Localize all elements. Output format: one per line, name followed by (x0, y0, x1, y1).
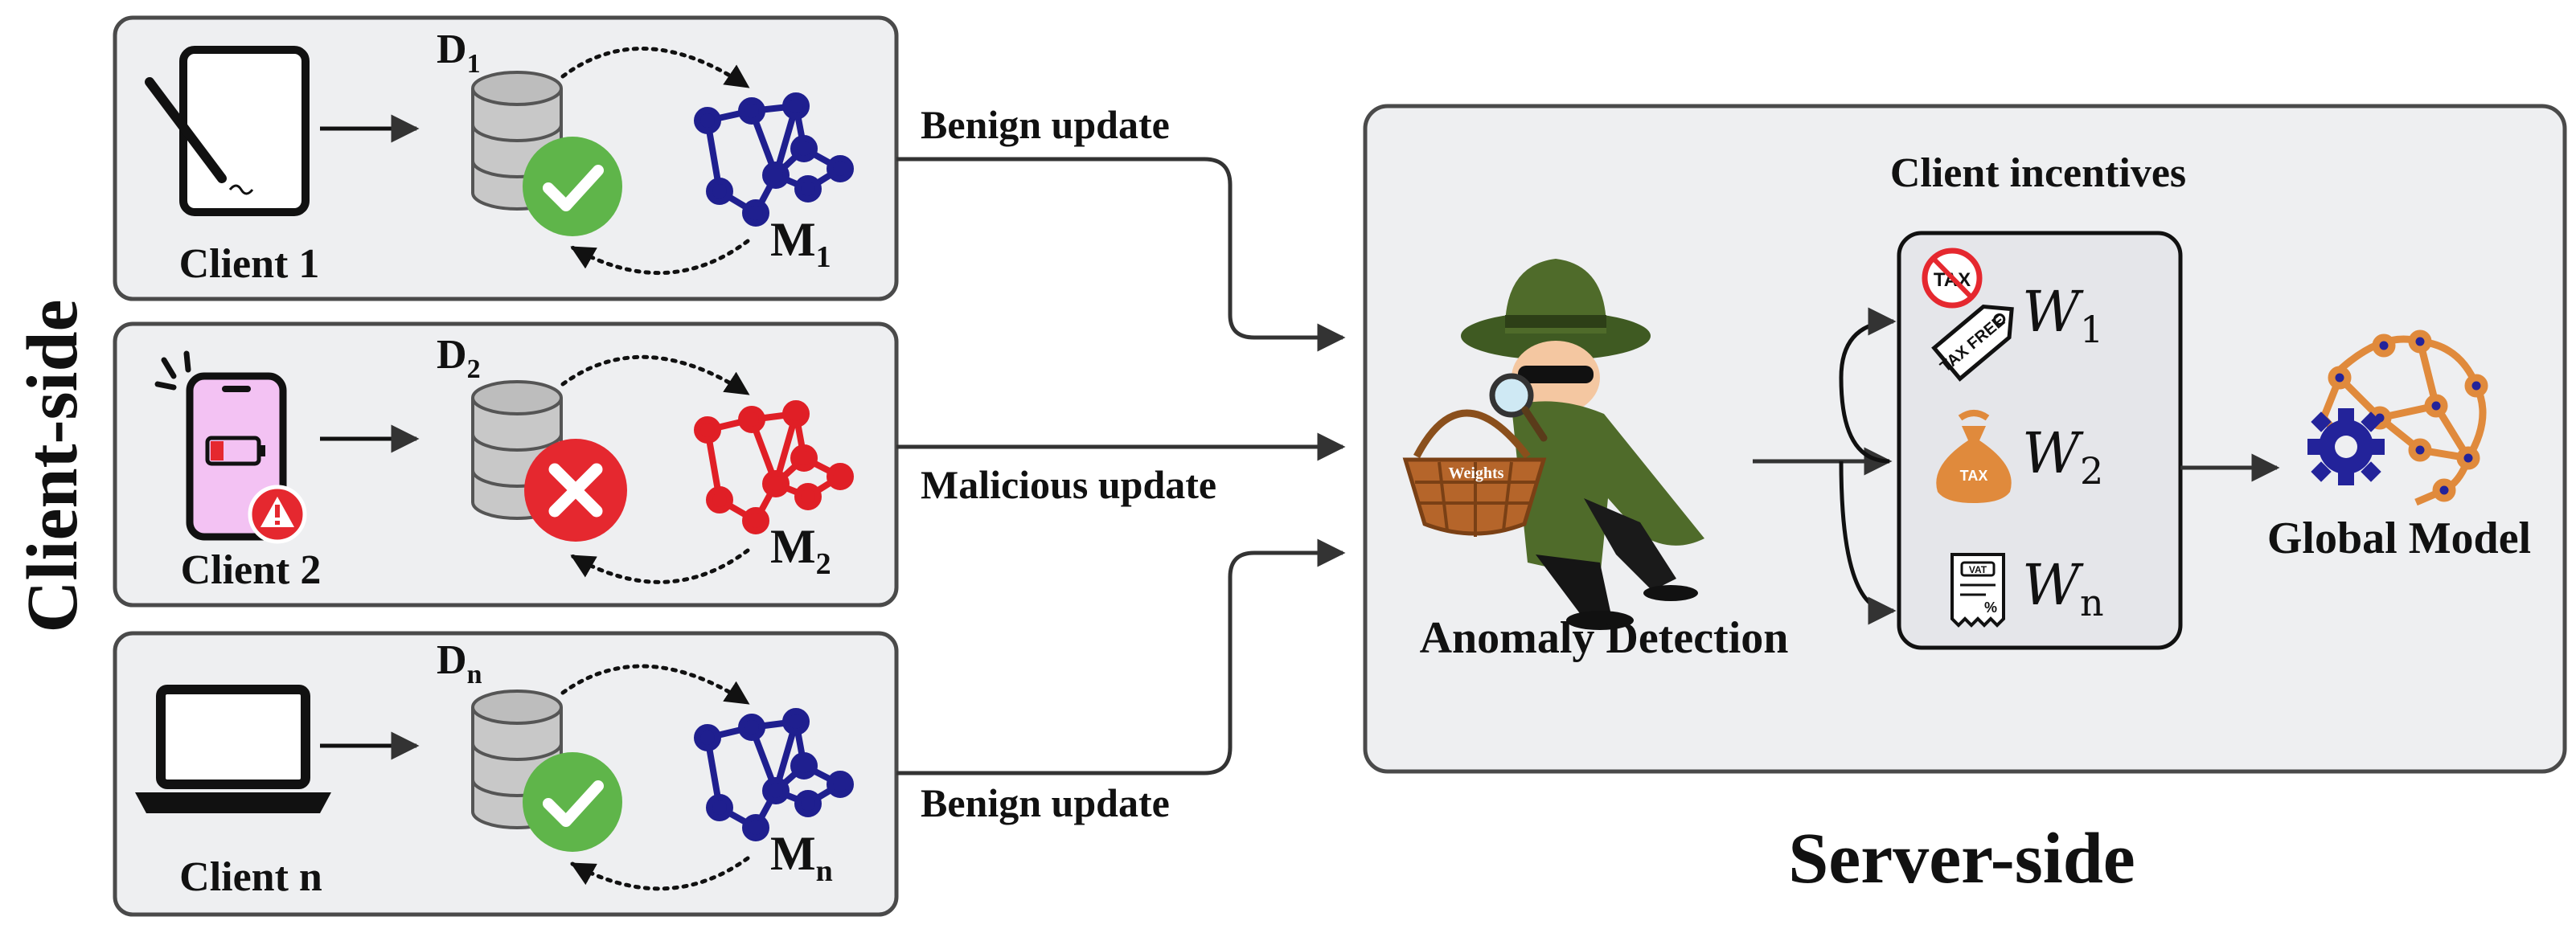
client-side-title: Client-side (13, 300, 92, 633)
vat-receipt-icon: VAT % (1950, 553, 2005, 628)
incentives-title: Client incentives (1890, 150, 2186, 196)
svg-text:%: % (1984, 599, 1997, 616)
check-icon (523, 137, 622, 236)
client-label-1: Client 1 (179, 241, 320, 287)
dataset-label-n: Dn (437, 637, 482, 690)
anomaly-detection-label: Anomaly Detection (1420, 613, 1789, 663)
model-label-2: M2 (770, 520, 831, 581)
client-label-n: Client n (179, 854, 322, 900)
train-arrow-2 (560, 354, 750, 396)
dataset-label-2: D2 (437, 332, 481, 384)
basket-label: Weights (1449, 464, 1504, 482)
update-label-2: Malicious update (921, 462, 1216, 507)
server-side-title: Server-side (1788, 819, 2135, 898)
warning-icon (248, 485, 307, 544)
laptop-icon (135, 685, 331, 813)
no-tax-badge-icon: TAX (1922, 248, 1983, 309)
brain-network-icon (2319, 329, 2488, 506)
server-panel: Weights Anomaly Detection Client incenti… (1363, 104, 2567, 774)
tax-bag-icon: TAX (1936, 410, 2012, 503)
update-arrow-3 (896, 538, 1346, 775)
client-label-2: Client 2 (181, 547, 322, 593)
gear-icon (2307, 408, 2385, 485)
eval-arrow-1 (570, 239, 750, 275)
cross-icon (524, 439, 627, 542)
update-label-1: Benign update (921, 102, 1170, 147)
model-label-1: M1 (770, 213, 831, 274)
eval-arrow-2 (570, 548, 750, 584)
train-arrow-n (560, 664, 750, 706)
model-label-n: Mn (770, 827, 833, 888)
check-icon (523, 752, 622, 852)
malicious-network-icon (694, 400, 854, 534)
benign-network-icon (694, 92, 854, 227)
weight-label-n: Wn (2022, 552, 2104, 624)
dataset-label-1: D1 (437, 27, 481, 79)
global-model-label: Global Model (2267, 514, 2531, 563)
spy-detective-icon: Weights (1402, 259, 1704, 630)
update-arrow-1 (896, 157, 1346, 352)
database-icon (471, 71, 563, 211)
train-arrow-1 (560, 47, 750, 89)
client-panel-n: Dn Mn Client n (113, 631, 899, 917)
tablet-icon (145, 46, 310, 216)
eval-arrow-n (570, 856, 750, 891)
client-panel-1: D1 M1 Client 1 (113, 15, 899, 301)
update-label-3: Benign update (921, 780, 1170, 825)
benign-network-icon (694, 708, 854, 841)
svg-text:VAT: VAT (1969, 564, 1987, 575)
weight-label-2: W2 (2022, 420, 2103, 493)
client-panel-2: D2 M2 Client 2 (113, 321, 899, 608)
svg-text:TAX: TAX (1960, 468, 1988, 484)
weight-label-1: W1 (2022, 279, 2103, 351)
